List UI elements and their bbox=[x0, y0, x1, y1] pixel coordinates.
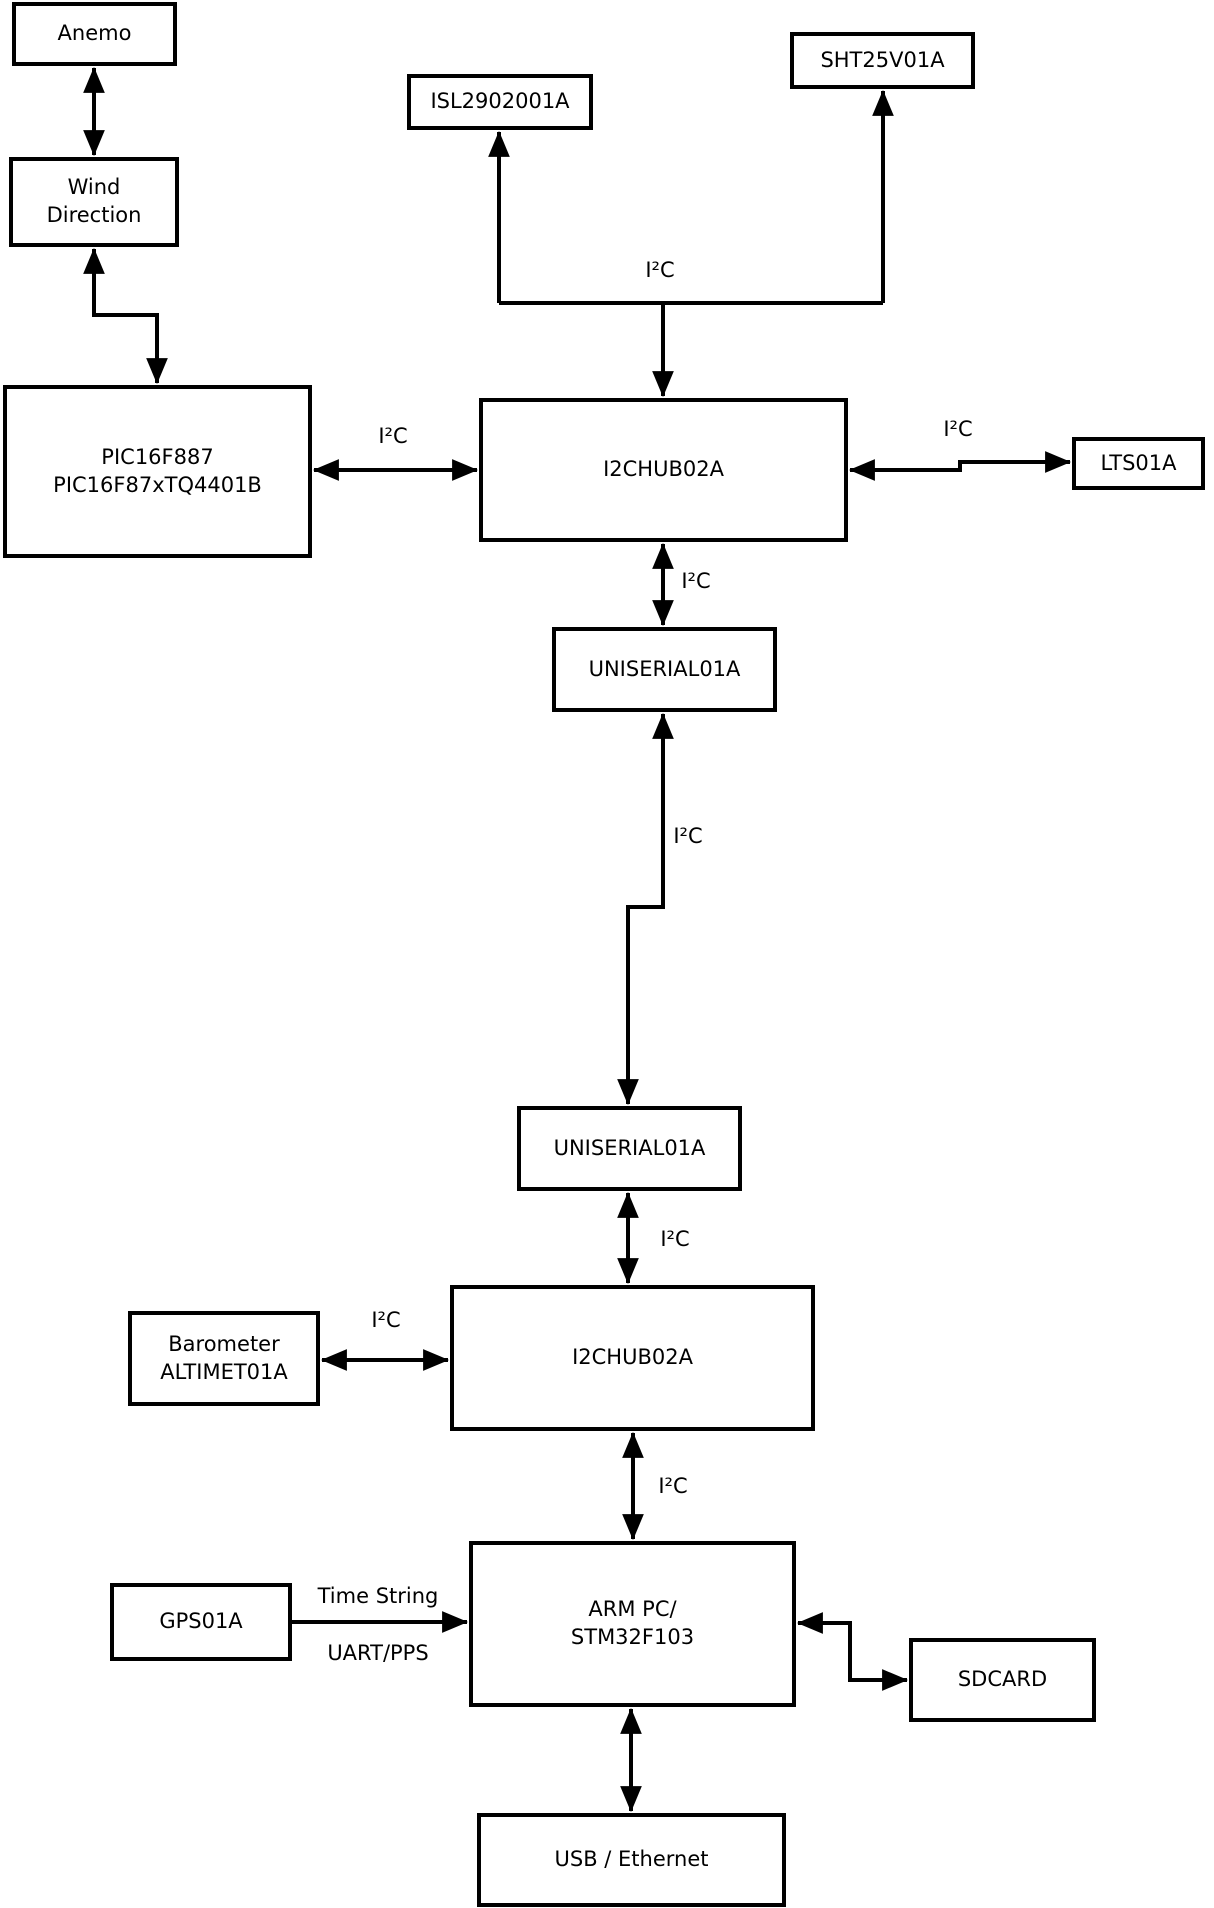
node-arm-label-line2: STM32F103 bbox=[570, 1625, 695, 1649]
node-wind-direction: Wind Direction bbox=[9, 157, 179, 247]
edge-label-i2c-top-bus: I²C bbox=[645, 258, 675, 282]
node-arm-label-line1: ARM PC/ bbox=[588, 1597, 677, 1622]
node-gps01a: GPS01A bbox=[110, 1583, 292, 1661]
node-barometer-label-line1: Barometer bbox=[168, 1331, 280, 1356]
node-usb-ethernet: USB / Ethernet bbox=[477, 1813, 786, 1907]
node-usb-ethernet-label: USB / Ethernet bbox=[554, 1847, 709, 1872]
node-barometer-label-line2: ALTIMET01A bbox=[160, 1359, 288, 1384]
node-pic16f887-label-line1: PIC16F887 bbox=[101, 444, 214, 469]
node-wind-direction-label-line2: Direction bbox=[46, 203, 142, 227]
node-pic16f887: PIC16F887 PIC16F87xTQ4401B bbox=[3, 385, 312, 558]
node-arm-pc-stm32f103: ARM PC/ STM32F103 bbox=[469, 1541, 796, 1707]
node-sht25v01a-label: SHT25V01A bbox=[820, 47, 945, 72]
node-lts01a: LTS01A bbox=[1072, 437, 1205, 490]
edge-label-i2c-pic-hub: I²C bbox=[378, 424, 408, 448]
node-sdcard: SDCARD bbox=[909, 1638, 1096, 1722]
edge-label-i2c-barometer-hub2: I²C bbox=[371, 1308, 401, 1332]
node-lts01a-label: LTS01A bbox=[1100, 450, 1177, 475]
edge-label-i2c-long-link: I²C bbox=[673, 824, 703, 848]
edge-label-i2c-hub-lts: I²C bbox=[943, 417, 973, 441]
node-i2chub02a-upper-label: I2CHUB02A bbox=[603, 457, 724, 482]
node-barometer-altimet01a: Barometer ALTIMET01A bbox=[128, 1311, 320, 1406]
edge-label-i2c-hub-uniserial: I²C bbox=[681, 569, 711, 593]
node-anemo-label: Anemo bbox=[57, 21, 132, 46]
node-uniserial01a-upper: UNISERIAL01A bbox=[552, 627, 777, 712]
node-isl2902001a-label: ISL2902001A bbox=[430, 89, 570, 114]
node-i2chub02a-lower: I2CHUB02A bbox=[450, 1285, 815, 1431]
node-sht25v01a: SHT25V01A bbox=[790, 32, 975, 89]
edge-label-i2c-hub2-arm: I²C bbox=[658, 1474, 688, 1498]
edge-label-uart-pps: UART/PPS bbox=[327, 1641, 429, 1665]
node-anemo: Anemo bbox=[12, 2, 177, 66]
node-i2chub02a-upper: I2CHUB02A bbox=[479, 398, 848, 542]
node-pic16f887-label-line2: PIC16F87xTQ4401B bbox=[53, 472, 262, 497]
edge-label-time-string: Time String bbox=[317, 1584, 439, 1608]
node-uniserial01a-upper-label: UNISERIAL01A bbox=[588, 656, 741, 681]
node-sdcard-label: SDCARD bbox=[957, 1667, 1048, 1692]
node-uniserial01a-lower-label: UNISERIAL01A bbox=[553, 1135, 706, 1160]
node-gps01a-label: GPS01A bbox=[159, 1609, 243, 1634]
node-wind-direction-label-line1: Wind bbox=[67, 175, 121, 200]
edge-uniserial-uniserial bbox=[617, 712, 674, 1106]
node-uniserial01a-lower: UNISERIAL01A bbox=[517, 1106, 742, 1191]
edge-label-i2c-uniserial-hub2: I²C bbox=[660, 1227, 690, 1251]
edge-arm-sdcard bbox=[796, 1612, 909, 1691]
node-i2chub02a-lower-label: I2CHUB02A bbox=[572, 1345, 693, 1370]
edge-hub-lts bbox=[848, 451, 1072, 481]
node-isl2902001a: ISL2902001A bbox=[407, 74, 593, 130]
edge-winddirection-pic bbox=[83, 247, 168, 385]
